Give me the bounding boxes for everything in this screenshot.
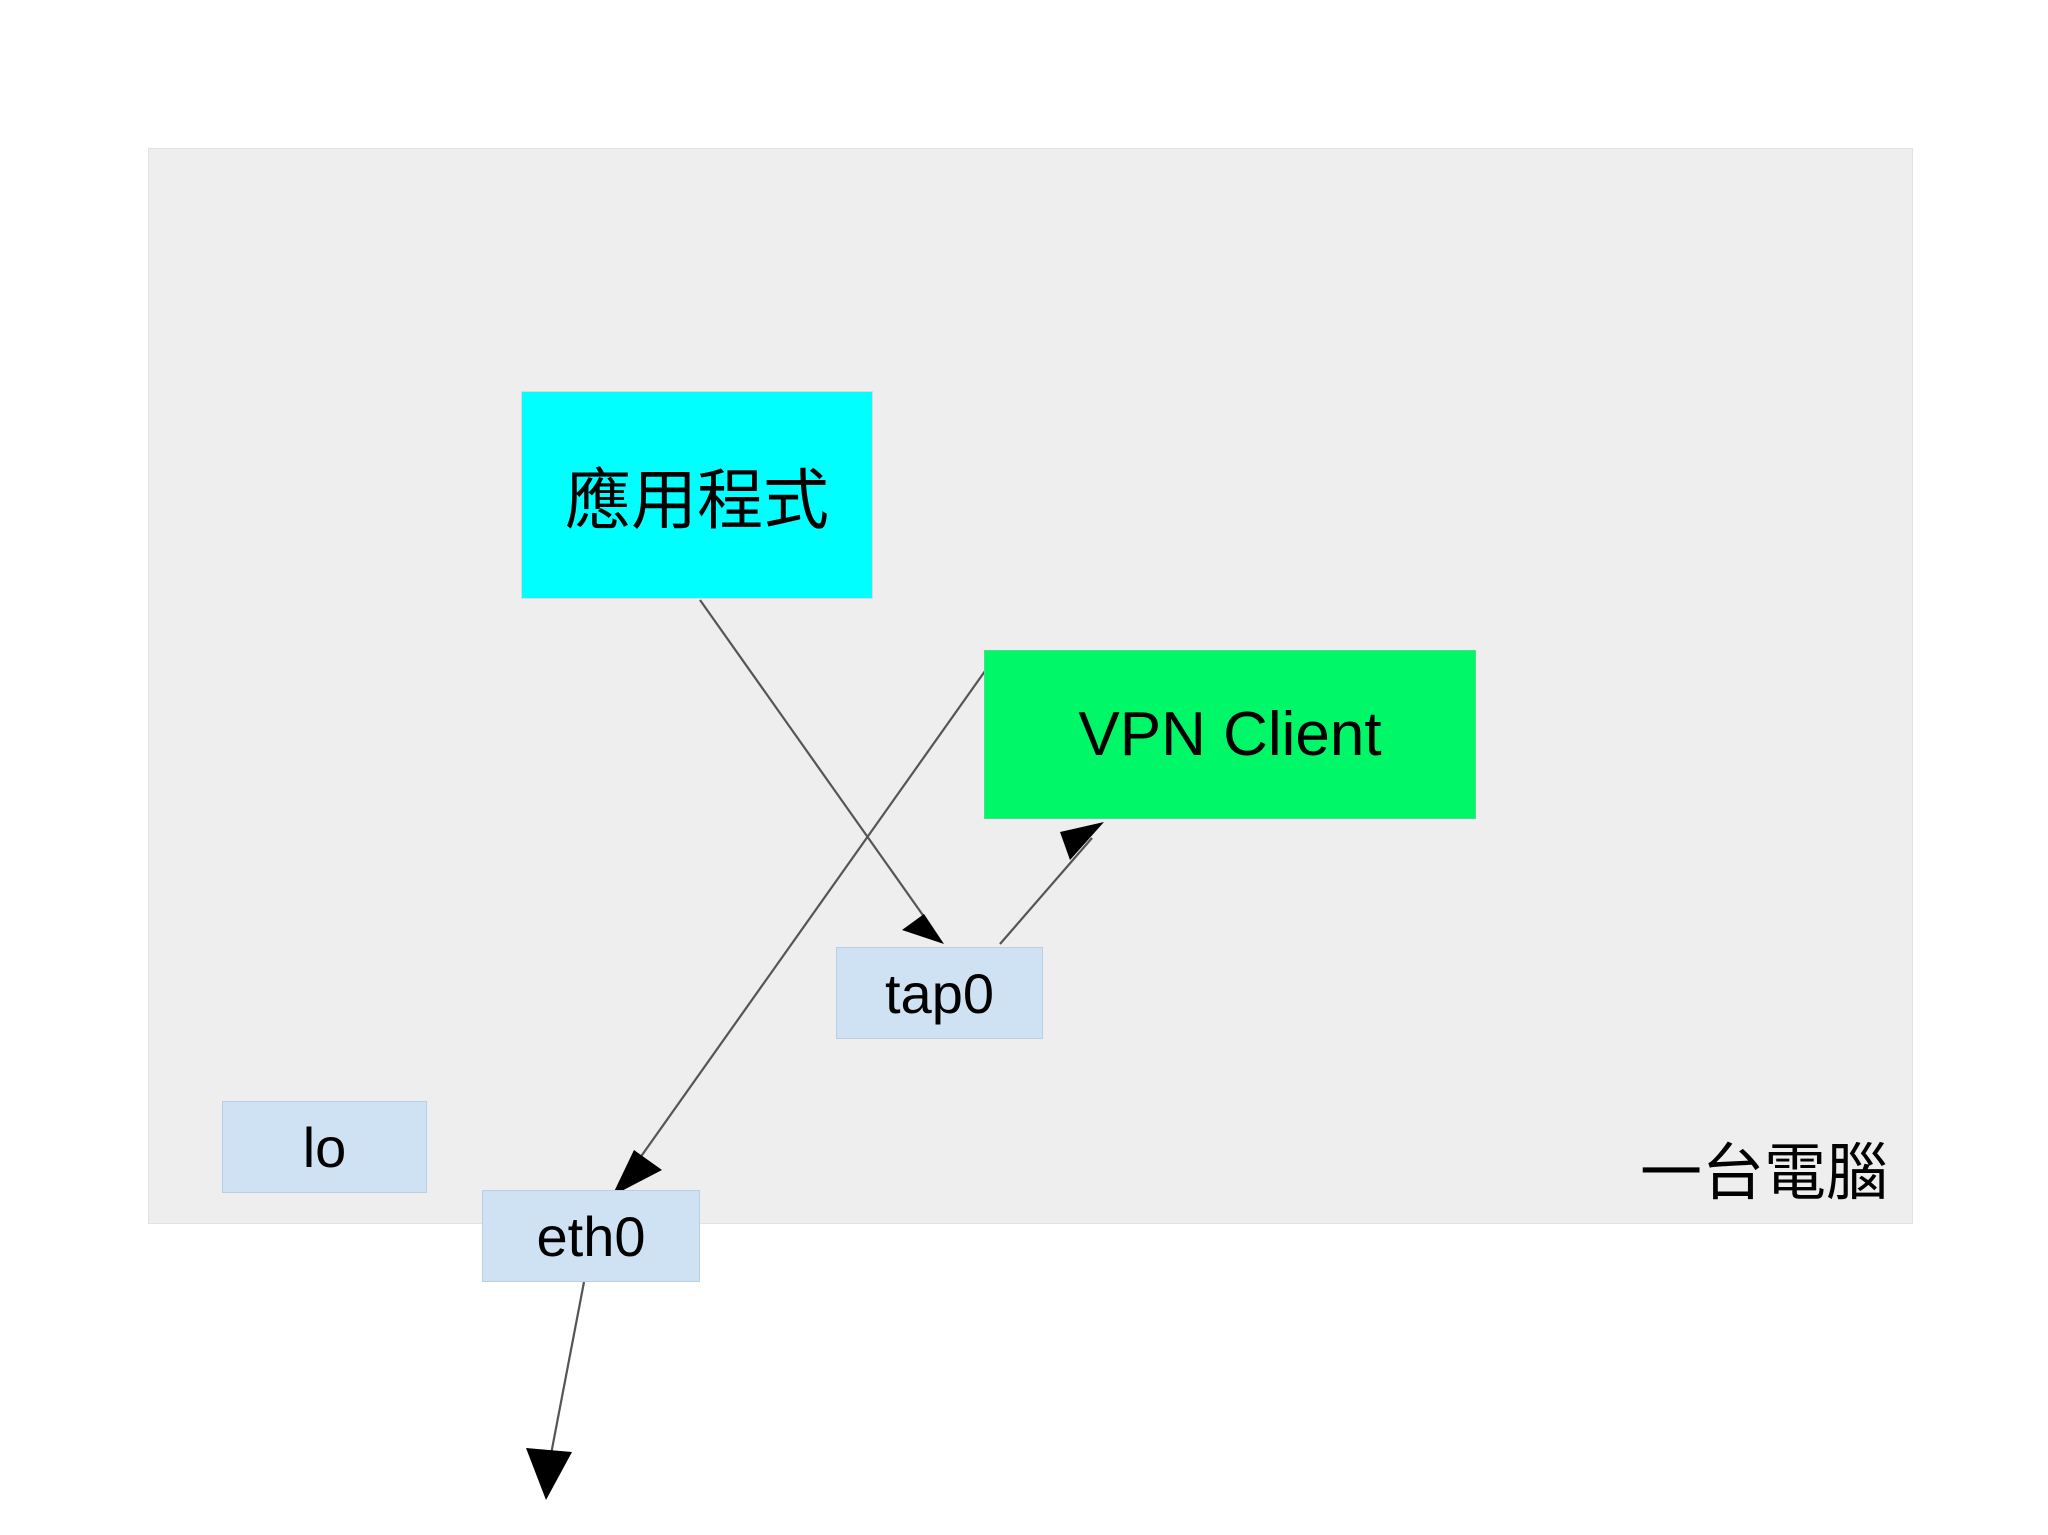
edge-eth0-to-network bbox=[526, 1281, 586, 1500]
node-application[interactable]: 應用程式 bbox=[521, 391, 873, 599]
node-tap0[interactable]: tap0 bbox=[836, 947, 1043, 1039]
node-eth0[interactable]: eth0 bbox=[482, 1190, 700, 1282]
host-computer-label: 一台電腦 bbox=[1639, 1139, 1888, 1208]
node-lo[interactable]: lo bbox=[222, 1101, 427, 1193]
node-vpn-client[interactable]: VPN Client bbox=[984, 650, 1476, 819]
